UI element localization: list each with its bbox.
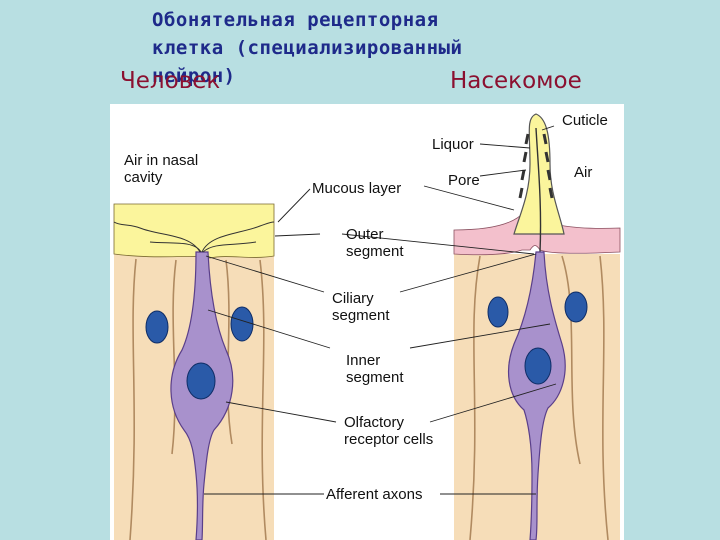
label-mucous-layer: Mucous layer [312,180,402,197]
label-afferent-axons: Afferent axons [326,486,423,503]
insect-support-nucleus-1 [487,296,509,328]
insect-support-nucleus-2 [564,291,588,323]
human-cell-wall-2 [171,259,177,455]
insect-pore-wall-left [518,133,530,199]
label-outer-segment-line-1: Outer [346,226,384,243]
human-support-nucleus-1 [145,310,169,344]
insect-receptor-nucleus [524,347,552,385]
human-label: Человек [120,68,221,94]
label-ciliary-segment-line-1: Ciliary [332,290,374,307]
title-line-2: клетка (специализированный [152,37,463,59]
human-cilium-1 [113,221,201,253]
insect-cell-wall-3 [599,255,609,540]
label-air-nasal: Air in nasal cavity [124,152,198,186]
label-olfactory-cells: Olfactory receptor cells [344,414,433,448]
label-inner-segment-line-1: Inner [346,352,381,369]
human-receptor-nucleus [186,362,216,400]
human-cell-wall-1 [129,258,137,540]
insect-cell-wall-2 [561,255,581,465]
insect-dendrite [535,127,542,253]
label-air: Air [574,164,593,181]
insect-cell-wall-1 [469,255,481,540]
label-air-nasal-line-2: cavity [124,169,163,186]
label-cuticle: Cuticle [562,112,608,129]
title-line-3: нейрон) [152,65,236,87]
olfactory-diagram: Air in nasal cavity Mucous layer Outer s… [110,104,624,540]
human-mucous-layer [113,203,275,259]
label-ciliary-segment-line-2: segment [332,307,390,324]
label-liquor: Liquor [432,136,474,153]
label-inner-segment-line-2: segment [346,369,404,386]
label-olfactory-cells-line-2: receptor cells [344,431,434,448]
human-cell-wall-3 [225,259,233,445]
human-cell-wall-4 [259,259,267,540]
leader-lines [204,125,557,495]
insect-label: Насекомое [450,68,582,94]
diagram-drawing [113,113,621,540]
human-cilium-3 [149,241,202,253]
label-air-nasal-line-1: Air in nasal [124,152,199,169]
slide-title: Обонятельная рецепторная клетка (специал… [152,6,612,90]
label-outer-segment-line-2: segment [346,243,404,260]
label-outer-segment: Outer segment [346,226,404,260]
human-cilium-2 [201,221,275,253]
insect-receptor-neuron [507,251,566,540]
label-olfactory-cells-line-1: Olfactory [344,414,405,431]
human-cilium-4 [202,241,257,253]
label-ciliary-segment: Ciliary segment [332,290,390,324]
insect-pore-wall-right [542,133,554,199]
human-support-nucleus-2 [230,306,254,342]
title-line-1: Обонятельная рецепторная [152,9,439,31]
label-pore: Pore [448,172,480,189]
label-inner-segment: Inner segment [346,352,404,386]
